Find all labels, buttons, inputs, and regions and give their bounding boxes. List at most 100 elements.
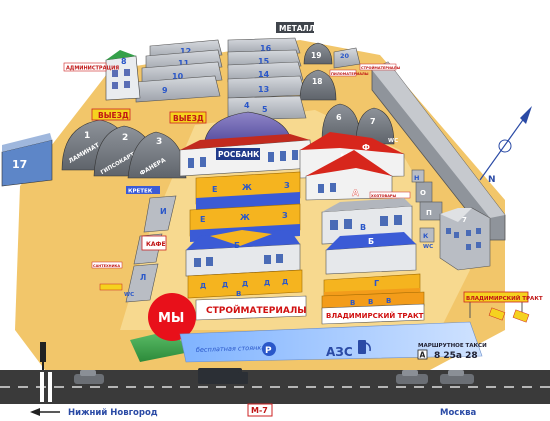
building-a[interactable]: А [305, 150, 393, 201]
truck [198, 368, 248, 384]
small-signs-top: ПИЛОМАТЕРИАЛЫ СТРОЙМАТЕРИАЛЫ [329, 63, 401, 77]
car-1 [74, 370, 104, 384]
administration-building[interactable]: 8 [105, 50, 141, 101]
building-4-number: 4 [244, 101, 250, 110]
office-building-right[interactable]: 7 [439, 207, 491, 271]
route-taxi-text: МАРШРУТНОЕ ТАКСИ [418, 343, 487, 349]
metall-text: МЕТАЛЛ [279, 24, 315, 33]
warehouse-11-number: 11 [178, 59, 190, 68]
strip-i[interactable]: И [143, 195, 177, 233]
cafe-building[interactable]: КАФЕ [141, 235, 167, 251]
dome-7[interactable]: 7 [355, 107, 395, 145]
free-parking-text: бесплатная стоянка [196, 344, 266, 354]
office-number: 7 [462, 216, 467, 224]
warehouse-13-number: 13 [258, 85, 269, 94]
building-o[interactable]: О [415, 181, 433, 203]
letter-v-3: В [386, 297, 391, 305]
exit-sign-left: ВЫЕЗД [91, 108, 131, 121]
letter-i: И [160, 207, 167, 216]
letter-d-4: Д [264, 279, 270, 287]
wc-3: WC [124, 292, 134, 298]
small-signs-left: САНТЕХНИКА [91, 261, 123, 291]
dome-19[interactable]: 19 [303, 42, 333, 65]
building-5-number: 5 [262, 105, 268, 114]
we-are-here-marker: МЫ [148, 293, 196, 341]
letter-b-center: Б [234, 241, 240, 250]
crosswalk [40, 372, 52, 402]
letter-e-bottom: Е [200, 215, 205, 224]
warehouse-14-number: 14 [258, 70, 270, 79]
boundary-wall-top [372, 62, 505, 218]
building-n[interactable]: Н [411, 169, 425, 183]
building-k[interactable]: К [419, 227, 435, 243]
letter-b-right: Б [368, 237, 374, 246]
taxi-stop[interactable]: МАРШРУТНОЕ ТАКСИ А 8 25а 28 [417, 343, 487, 361]
dome-3[interactable]: 3 ФАНЕРА [127, 131, 187, 179]
letter-o: О [420, 189, 426, 197]
letter-g: Г [374, 279, 379, 288]
building-17-number: 17 [12, 158, 27, 171]
letter-d-1: Д [200, 282, 206, 290]
city-left-text: Нижний Новгород [68, 408, 158, 418]
letter-v-4: В [236, 290, 241, 298]
gas-station[interactable]: АЗС [326, 340, 371, 359]
dome-2-number: 2 [122, 133, 128, 143]
building-b-center[interactable]: Б [185, 230, 301, 277]
letter-v-top: В [360, 223, 366, 232]
tiny-sign-3: ХОЗТОВАРЫ [371, 194, 396, 198]
row-d[interactable]: Д Д Д Д Д В [187, 269, 303, 299]
dome-19-number: 19 [311, 51, 321, 60]
warehouse-16-number: 16 [260, 44, 272, 53]
parking-symbol: P [265, 346, 272, 356]
row-e-zh-z-top[interactable]: Е Ж З [195, 171, 301, 210]
we-are-here-text: МЫ [158, 311, 184, 326]
letter-zh-top: Ж [242, 183, 252, 192]
compass-icon: N [479, 106, 532, 185]
strip-l[interactable]: Л [125, 263, 159, 303]
letter-z-top: З [284, 181, 290, 190]
rosbank-text: РОСБАНК [218, 150, 260, 159]
dome-6-number: 6 [336, 113, 342, 122]
dome-18-number: 18 [312, 77, 322, 86]
tiny-sign-5: САНТЕХНИКА [93, 264, 120, 268]
parking-band[interactable]: бесплатная стоянка P [179, 321, 483, 363]
kretek-text: КРЕТЕК [128, 189, 153, 195]
car-2 [396, 370, 428, 384]
dome-18[interactable]: 18 [299, 69, 337, 101]
building-17[interactable]: 17 [1, 133, 53, 187]
wc-2: WC [423, 244, 433, 250]
letter-k-right: К [423, 232, 429, 240]
letter-f: Ф [362, 143, 370, 152]
kretek-sign: КРЕТЕК [126, 186, 160, 195]
city-right-text: Москва [440, 408, 476, 418]
letter-e-top: Е [212, 185, 217, 194]
letter-d-3: Д [242, 280, 248, 288]
dome-7-number: 7 [370, 117, 376, 126]
letter-z-bottom: З [282, 211, 288, 220]
stroymaterialy-text: СТРОЙМАТЕРИАЛЫ [206, 304, 307, 316]
letter-p: П [426, 209, 432, 217]
car-3 [440, 370, 474, 384]
dome-1-number: 1 [84, 131, 90, 141]
rosbank-building[interactable]: РОСБАНК [179, 134, 313, 177]
building-b-right[interactable]: Б [325, 232, 417, 275]
exit-left-text: ВЫЕЗД [98, 111, 129, 120]
compass-n: N [488, 175, 496, 185]
metall-sign: МЕТАЛЛ [276, 22, 315, 33]
wc-1: WC [388, 138, 398, 144]
vladimirsky-trakt-sign: ВЛАДИМИРСКИЙ ТРАКТ [463, 291, 543, 318]
dome-20-number: 20 [340, 52, 350, 60]
warehouse-13[interactable]: 13 [227, 75, 307, 99]
vladimirsky-trakt-text: ВЛАДИМИРСКИЙ ТРАКТ [326, 311, 424, 320]
warehouse-10-number: 10 [172, 72, 184, 81]
warehouse-9-number: 9 [162, 86, 168, 95]
direction-left: Нижний Новгород [30, 408, 158, 418]
tiny-sign-1: ПИЛОМАТЕРИАЛЫ [331, 72, 369, 76]
letter-zh-bottom: Ж [240, 213, 250, 222]
letter-d-2: Д [222, 281, 228, 289]
cafe-text: КАФЕ [146, 241, 166, 248]
road-code-sign: М-7 [247, 403, 273, 417]
building-p[interactable]: П [419, 201, 443, 221]
exit-right-text: ВЫЕЗД [173, 114, 204, 123]
